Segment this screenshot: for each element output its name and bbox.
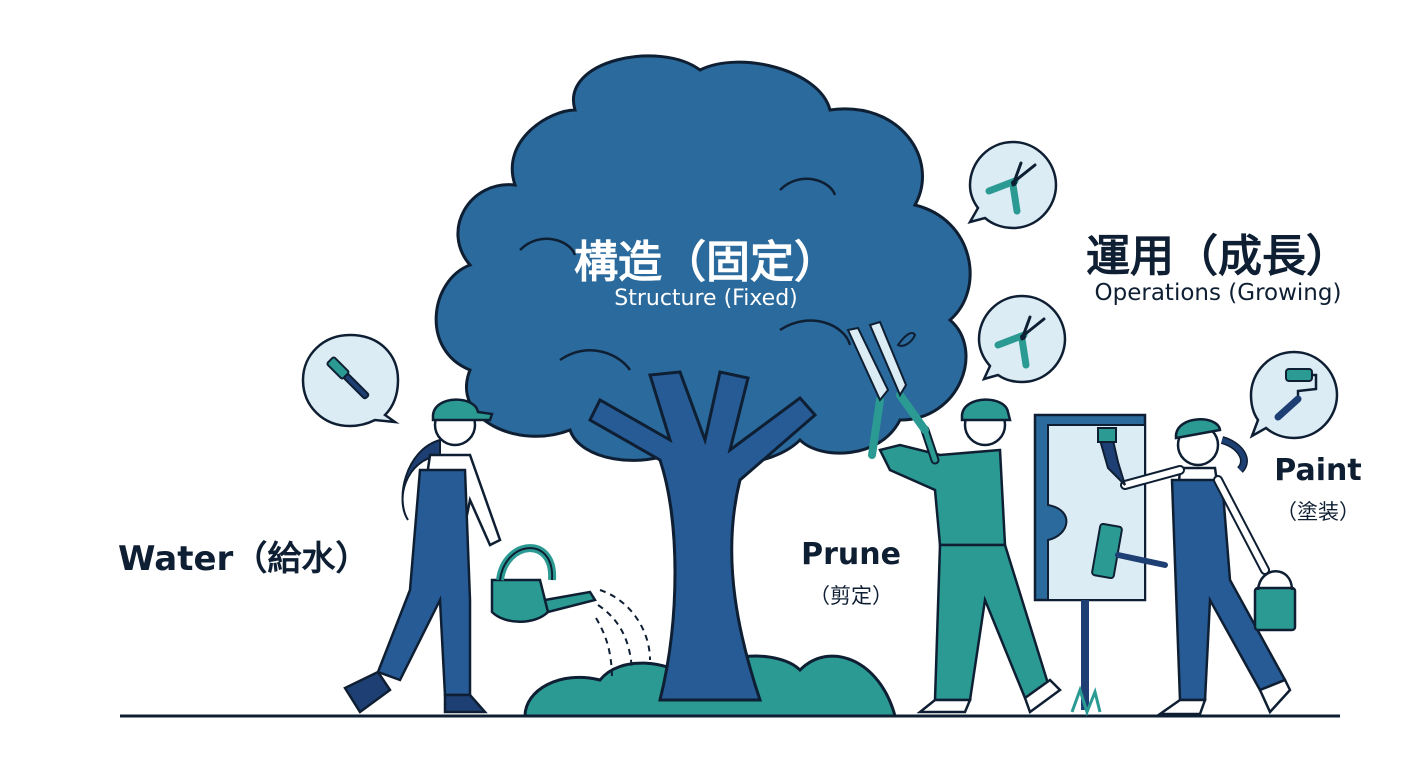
water-label: Water（給水） <box>118 539 370 579</box>
structure-title-jp: 構造（固定） <box>574 237 838 288</box>
operations-title-jp: 運用（成長） <box>1086 231 1350 282</box>
paintbrush-icon <box>326 356 370 400</box>
operations-title-en: Operations (Growing) <box>1094 280 1342 306</box>
bubble-mid-right <box>977 294 1067 384</box>
paint-label-en: Paint <box>1274 453 1362 488</box>
paint-label-jp: （塗装） <box>1276 500 1360 524</box>
pruning-shears-icon <box>985 161 1037 215</box>
tree-trunk <box>588 370 818 702</box>
pruning-shears-icon <box>994 315 1046 369</box>
prune-label-en: Prune <box>801 537 901 572</box>
sign-board <box>1033 413 1168 717</box>
worker-painting <box>1097 418 1297 716</box>
tree-crown <box>434 54 972 466</box>
bubble-far-right <box>1249 350 1339 440</box>
bubble-left <box>301 333 400 428</box>
bubble-top-right <box>967 140 1058 230</box>
paint-roller-icon <box>1274 368 1318 421</box>
structure-title-en: Structure (Fixed) <box>614 286 798 311</box>
prune-label-jp: （剪定） <box>809 584 893 608</box>
worker-pruning <box>846 320 1062 714</box>
worker-watering <box>343 398 651 714</box>
